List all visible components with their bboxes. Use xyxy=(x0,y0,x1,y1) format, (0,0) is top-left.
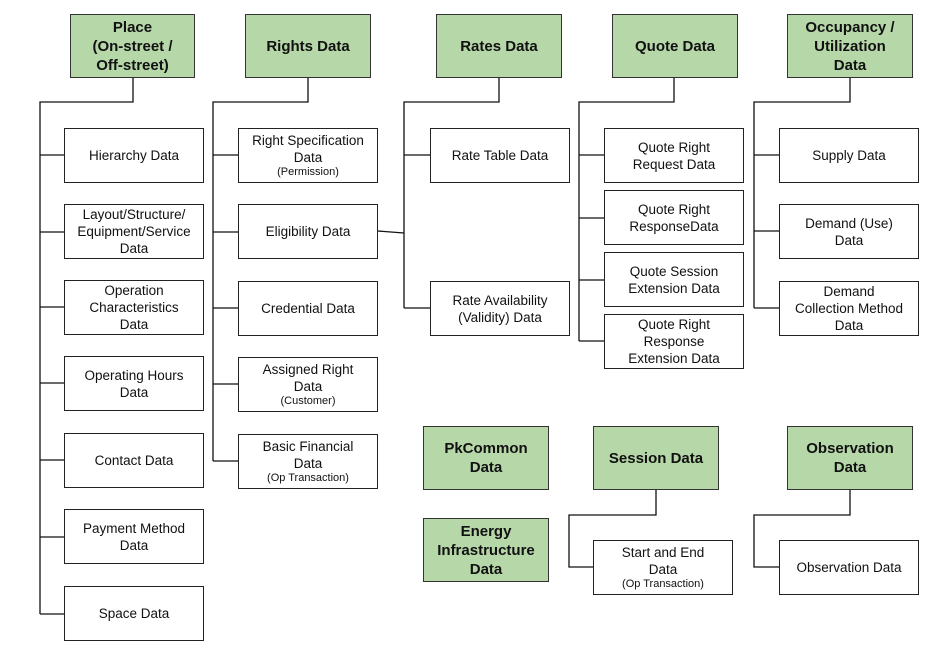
rates-data-header: Rates Data xyxy=(436,14,562,78)
connector-session xyxy=(568,490,657,568)
connector-observation xyxy=(753,490,851,568)
right-specification-box: Right Specification Data (Permission) xyxy=(238,128,378,183)
assigned-right-box: Assigned Right Data (Customer) xyxy=(238,357,378,412)
session-data-header: Session Data xyxy=(593,426,719,490)
credential-data-box: Credential Data xyxy=(238,281,378,336)
place-header: Place (On-street / Off-street) xyxy=(70,14,195,78)
observation-data-header: Observation Data xyxy=(787,426,913,490)
basic-financial-box: Basic Financial Data (Op Transaction) xyxy=(238,434,378,489)
energy-infrastructure-header: Energy Infrastructure Data xyxy=(423,518,549,582)
rate-table-box: Rate Table Data xyxy=(430,128,570,183)
demand-use-box: Demand (Use) Data xyxy=(779,204,919,259)
hierarchy-data-box: Hierarchy Data xyxy=(64,128,204,183)
pkcommon-data-header: PkCommon Data xyxy=(423,426,549,490)
layout-structure-box: Layout/Structure/ Equipment/Service Data xyxy=(64,204,204,259)
occupancy-utilization-header: Occupancy / Utilization Data xyxy=(787,14,913,78)
quote-session-extension-box: Quote Session Extension Data xyxy=(604,252,744,307)
quote-right-response-box: Quote Right ResponseData xyxy=(604,190,744,245)
payment-method-box: Payment Method Data xyxy=(64,509,204,564)
connector-occupancy xyxy=(753,78,851,309)
start-end-data-box: Start and End Data (Op Transaction) xyxy=(593,540,733,595)
connector-quote xyxy=(578,78,675,342)
quote-right-request-box: Quote Right Request Data xyxy=(604,128,744,183)
supply-data-box: Supply Data xyxy=(779,128,919,183)
quote-right-response-extension-box: Quote Right Response Extension Data xyxy=(604,314,744,369)
connector-rates xyxy=(377,78,500,309)
contact-data-box: Contact Data xyxy=(64,433,204,488)
space-data-box: Space Data xyxy=(64,586,204,641)
operating-hours-box: Operating Hours Data xyxy=(64,356,204,411)
connector-rights xyxy=(212,78,309,462)
eligibility-data-box: Eligibility Data xyxy=(238,204,378,259)
rights-data-header: Rights Data xyxy=(245,14,371,78)
connector-place xyxy=(39,78,134,615)
quote-data-header: Quote Data xyxy=(612,14,738,78)
rate-availability-box: Rate Availability (Validity) Data xyxy=(430,281,570,336)
operation-characteristics-box: Operation Characteristics Data xyxy=(64,280,204,335)
demand-collection-box: Demand Collection Method Data xyxy=(779,281,919,336)
observation-data-box: Observation Data xyxy=(779,540,919,595)
